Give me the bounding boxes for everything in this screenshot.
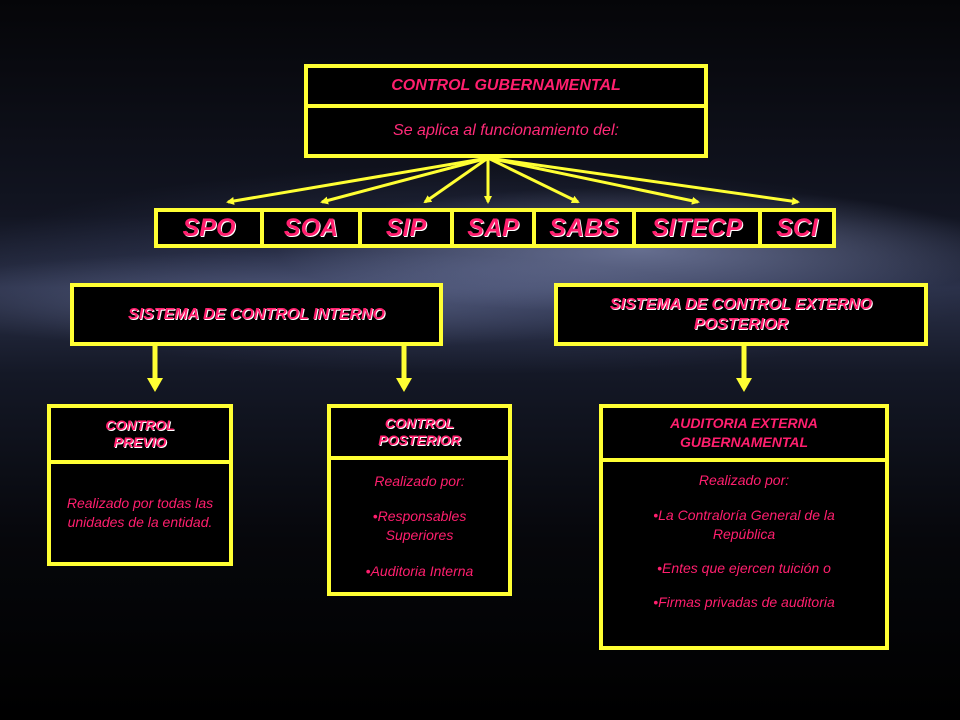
- arrow-to-sabs: [487, 156, 580, 204]
- control-previo-title: CONTROL PREVIO: [51, 408, 229, 464]
- arrow-to-sci: [487, 156, 800, 206]
- control-posterior-body: Realizado por: •Responsables Superiores …: [331, 460, 508, 592]
- control-previo-body-text: Realizado por todas las unidades de la e…: [66, 495, 214, 530]
- control-posterior-title-line2: POSTERIOR: [378, 432, 461, 448]
- system-sip: SIP: [362, 212, 454, 244]
- system-spo: SPO: [158, 212, 264, 244]
- control-gubernamental-subtitle: Se aplica al funcionamiento del:: [308, 108, 704, 154]
- system-sitecp: SITECP: [636, 212, 762, 244]
- auditoria-externa-item-1: •La Contraloría General de la República: [653, 507, 835, 542]
- auditoria-externa-item-2: •Entes que ejercen tuición o: [657, 560, 831, 576]
- sistema-control-externo-title: SISTEMA DE CONTROL EXTERNO POSTERIOR: [609, 295, 873, 333]
- control-posterior-title-line1: CONTROL: [384, 415, 455, 431]
- arrow-to-sip: [423, 156, 489, 204]
- control-previo-box: CONTROL PREVIO Realizado por todas las u…: [47, 404, 233, 566]
- auditoria-externa-title-line2: GUBERNAMENTAL: [679, 434, 809, 450]
- arrow-to-soa: [320, 156, 489, 205]
- control-posterior-item-2: •Auditoria Interna: [365, 563, 474, 579]
- system-sci: SCI: [776, 213, 818, 242]
- auditoria-externa-title-line1: AUDITORIA EXTERNA: [670, 415, 818, 431]
- system-soa: SOA: [264, 212, 362, 244]
- auditoria-externa-title: AUDITORIA EXTERNA GUBERNAMENTAL: [603, 408, 885, 462]
- arrow-to-sitecp: [487, 156, 700, 205]
- system-sap: SAP: [454, 212, 536, 244]
- control-gubernamental-title: CONTROL GUBERNAMENTAL: [308, 68, 704, 108]
- control-gubernamental-subtitle-text: Se aplica al funcionamiento del:: [393, 122, 619, 139]
- arrow-to-spo: [226, 156, 489, 205]
- control-posterior-item-1: •Responsables Superiores: [372, 508, 467, 543]
- auditoria-externa-item-3: •Firmas privadas de auditoria: [653, 594, 835, 610]
- control-previo-title-line2: PREVIO: [113, 434, 167, 450]
- sistema-control-interno-title: SISTEMA DE CONTROL INTERNO: [128, 305, 385, 323]
- control-posterior-intro: Realizado por:: [374, 473, 465, 489]
- sistema-control-interno-box: SISTEMA DE CONTROL INTERNO: [70, 283, 443, 346]
- auditoria-externa-body: Realizado por: •La Contraloría General d…: [603, 462, 885, 646]
- systems-strip: SPO SOA SIP SAP SABS SITECP SCI: [154, 208, 836, 248]
- control-gubernamental-box: CONTROL GUBERNAMENTAL Se aplica al funci…: [304, 64, 708, 158]
- control-posterior-title: CONTROL POSTERIOR: [331, 408, 508, 460]
- auditoria-externa-intro: Realizado por:: [698, 472, 790, 488]
- control-gubernamental-title-text: CONTROL GUBERNAMENTAL: [391, 77, 621, 94]
- sistema-control-externo-box: SISTEMA DE CONTROL EXTERNO POSTERIOR: [554, 283, 928, 346]
- auditoria-externa-box: AUDITORIA EXTERNA GUBERNAMENTAL Realizad…: [599, 404, 889, 650]
- control-previo-title-line1: CONTROL: [105, 417, 175, 433]
- control-previo-body: Realizado por todas las unidades de la e…: [51, 464, 229, 562]
- control-posterior-box: CONTROL POSTERIOR Realizado por: •Respon…: [327, 404, 512, 596]
- system-sabs: SABS: [536, 212, 636, 244]
